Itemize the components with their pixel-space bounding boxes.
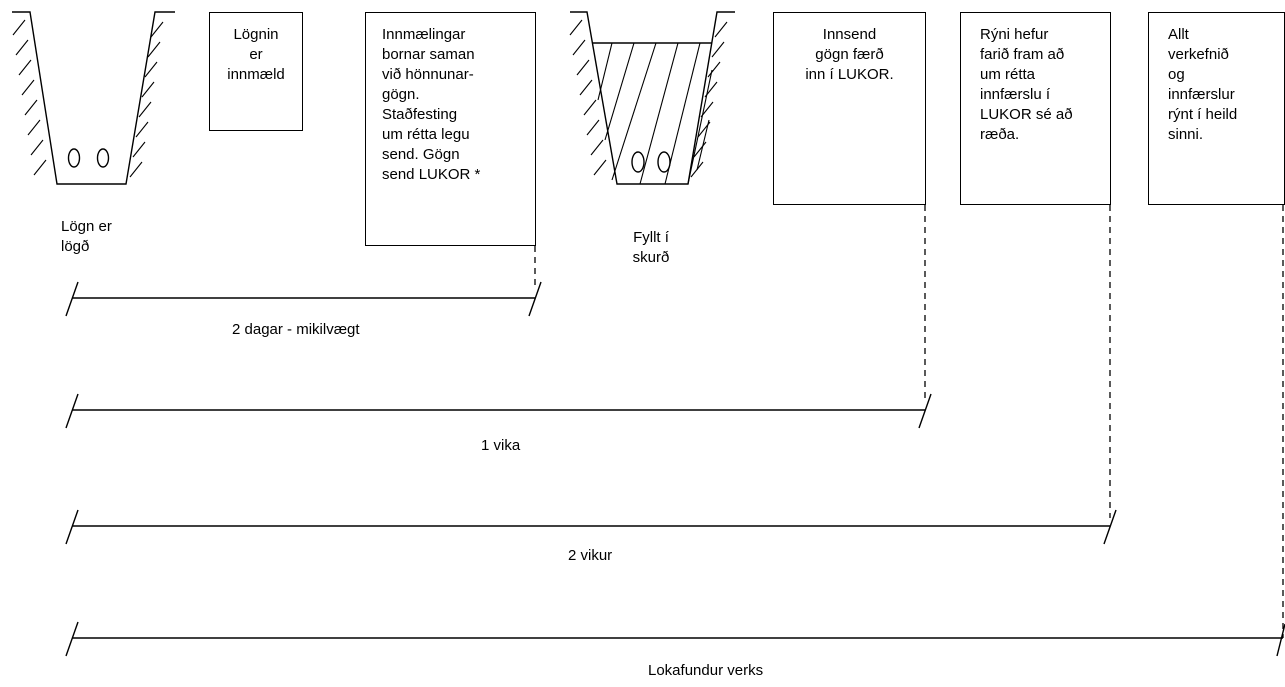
step-box-reviewed: Rýni hefur farið fram að um rétta innfær… (960, 12, 1111, 205)
step-box-reviewed-text: Rýni hefur farið fram að um rétta innfær… (980, 26, 1073, 143)
timeline-2-days (65, 281, 542, 317)
trench-laid-icon (12, 11, 175, 185)
timeline-final-meeting (65, 621, 1285, 657)
trench-filled-icon (569, 11, 735, 185)
step-box-entered-text: Innsend gögn færð inn í LUKOR. (805, 26, 894, 83)
step-box-compared-text: Innmælingar bornar saman við hönnunar- g… (382, 26, 481, 183)
timeline-label-1-week: 1 vika (481, 437, 521, 454)
timeline-label-2-weeks: 2 vikur (568, 547, 613, 564)
timeline-label-2-days: 2 dagar - mikilvægt (232, 321, 360, 338)
step-box-surveyed: Lögnin er innmæld (209, 12, 303, 131)
step-box-compared: Innmælingar bornar saman við hönnunar- g… (365, 12, 536, 246)
timeline-1-week (65, 393, 932, 429)
step-box-full-review: Allt verkefnið og innfærslur rýnt í heil… (1148, 12, 1285, 205)
step-box-entered: Innsend gögn færð inn í LUKOR. (773, 12, 926, 205)
trench-filled-label: Fyllt í skurð (632, 229, 670, 266)
timeline-2-weeks (65, 509, 1117, 545)
pipe-laid-label: Lögn er lögð (61, 218, 112, 255)
step-box-full-review-text: Allt verkefnið og innfærslur rýnt í heil… (1168, 26, 1238, 143)
timeline-label-final-meeting: Lokafundur verks (648, 662, 764, 679)
step-box-surveyed-text: Lögnin er innmæld (227, 26, 285, 83)
